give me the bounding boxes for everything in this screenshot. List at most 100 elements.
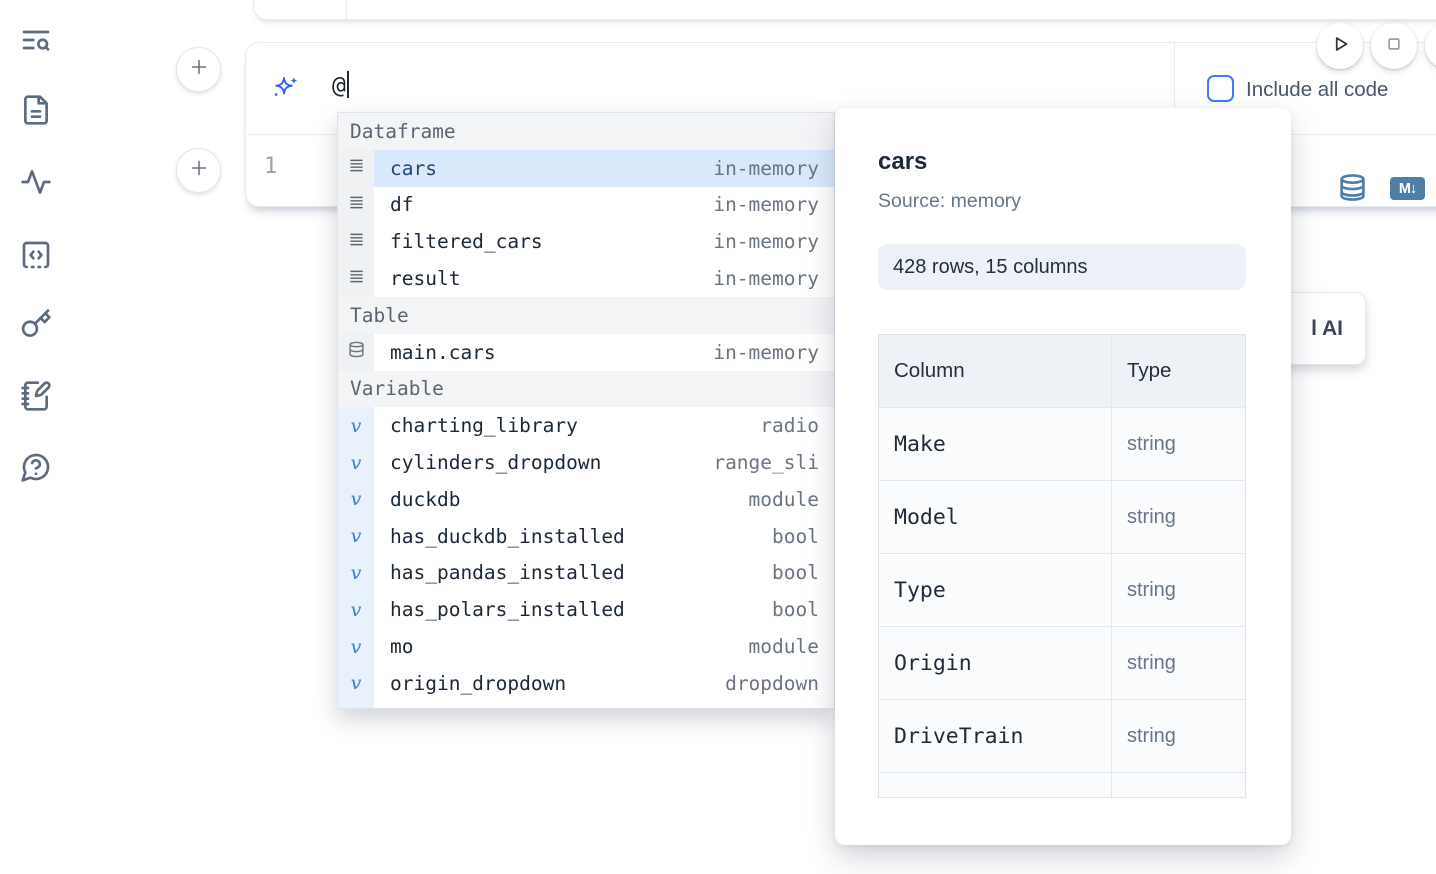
add-cell-below-button[interactable] xyxy=(176,148,221,193)
sidebar-item-keymap[interactable] xyxy=(20,308,52,340)
sidebar-item-files[interactable] xyxy=(20,94,52,126)
prompt-value: @ xyxy=(332,73,346,99)
text-caret xyxy=(346,71,349,98)
autocomplete-item-main: mo module xyxy=(374,628,834,665)
variable-icon: v xyxy=(350,672,362,695)
sidebar-item-help[interactable] xyxy=(20,451,52,483)
autocomplete-item[interactable]: v charting_library radio xyxy=(338,407,834,445)
stop-cell-button[interactable] xyxy=(1371,23,1417,69)
schema-column-type-cell: string xyxy=(1112,700,1245,772)
autocomplete-item[interactable]: result in-memory xyxy=(338,260,834,297)
schema-column-name: Type xyxy=(894,577,946,603)
schema-column-type: string xyxy=(1127,505,1176,528)
ai-prompt-input[interactable]: @ xyxy=(332,71,349,99)
autocomplete-item-gutter xyxy=(338,149,374,187)
autocomplete-item-gutter xyxy=(338,186,374,224)
plus-icon xyxy=(188,157,210,184)
autocomplete-item-name: result xyxy=(390,267,461,291)
autocomplete-item-main: pdmodule xyxy=(374,702,834,708)
markdown-convert-button[interactable]: M↓ xyxy=(1390,177,1425,200)
autocomplete-item-gutter: v xyxy=(338,554,374,592)
schema-column-name: Origin xyxy=(894,650,972,676)
add-cell-above-button[interactable] xyxy=(176,47,221,92)
plus-icon xyxy=(188,56,210,83)
schema-column-name-cell: Origin xyxy=(879,627,1112,699)
autocomplete-item-name: has_pandas_installed xyxy=(390,561,625,585)
autocomplete-item-gutter: v xyxy=(338,480,374,518)
autocomplete-item-gutter: v xyxy=(338,628,374,665)
autocomplete-item-type: in-memory xyxy=(713,193,819,217)
sidebar-item-scratchpad[interactable] xyxy=(20,380,52,412)
schema-column-type-cell: string xyxy=(1112,481,1245,553)
autocomplete-item[interactable]: vpdmodule xyxy=(338,701,834,708)
autocomplete-section-header: Variable xyxy=(338,370,834,408)
autocomplete-item[interactable]: v origin_dropdown dropdown xyxy=(338,664,834,702)
schema-column-type-cell: string xyxy=(1112,408,1245,480)
preview-shape-badge: 428 rows, 15 columns xyxy=(878,244,1246,290)
autocomplete-item-main: has_pandas_installed bool xyxy=(374,555,834,592)
autocomplete-item-gutter: v xyxy=(338,701,374,708)
autocomplete-section-header: Dataframe xyxy=(338,113,834,150)
sidebar-item-snippets[interactable] xyxy=(20,239,52,271)
autocomplete-item-name: charting_library xyxy=(390,414,578,438)
scratchpad-notebook-pen-icon xyxy=(20,381,52,416)
autocomplete-item-type: in-memory xyxy=(713,340,819,364)
preview-title: cars xyxy=(878,148,928,175)
dataframe-icon xyxy=(348,231,365,253)
autocomplete-item-type: in-memory xyxy=(713,267,819,291)
autocomplete-item-name: filtered_cars xyxy=(390,230,543,254)
autocomplete-item-main: charting_library radio xyxy=(374,407,834,444)
sidebar-item-outline[interactable] xyxy=(20,24,52,56)
autocomplete-item-name: mo xyxy=(390,635,414,659)
autocomplete-item[interactable]: v cylinders_dropdown range_sli xyxy=(338,444,834,481)
code-editor-row[interactable]: 1 M↓ xyxy=(246,135,1436,207)
sidebar-item-logs[interactable] xyxy=(20,166,52,198)
autocomplete-item-type: bool xyxy=(772,524,819,548)
schema-column-name: Model xyxy=(894,504,959,530)
autocomplete-item-main: origin_dropdown dropdown xyxy=(374,665,834,702)
autocomplete-item-name: has_duckdb_installed xyxy=(390,524,625,548)
schema-table-row: Origin string xyxy=(879,626,1245,699)
autocomplete-item-type: range_sli xyxy=(713,451,819,475)
activity-logs-icon xyxy=(20,170,52,202)
prompt-options-divider xyxy=(1174,43,1175,134)
variable-icon: v xyxy=(350,451,362,474)
schema-column-type: string xyxy=(1127,651,1176,674)
file-document-icon xyxy=(20,95,52,130)
schema-table-row: DriveTrain string xyxy=(879,699,1245,772)
autocomplete-item-name: cars xyxy=(390,156,437,180)
cell-divider xyxy=(346,0,347,19)
autocomplete-item-main: has_duckdb_installed bool xyxy=(374,518,834,555)
autocomplete-item[interactable]: v has_pandas_installed bool xyxy=(338,554,834,592)
stop-square-icon xyxy=(1381,31,1407,62)
autocomplete-item-name: origin_dropdown xyxy=(390,671,567,695)
run-cell-button[interactable] xyxy=(1317,23,1363,69)
schema-column-name: DriveTrain xyxy=(894,723,1024,749)
datasource-button[interactable] xyxy=(1338,173,1367,202)
autocomplete-item-gutter xyxy=(338,223,374,261)
autocomplete-item-type: dropdown xyxy=(725,671,819,695)
schema-column-name-cell: DriveTrain xyxy=(879,700,1112,772)
database-icon xyxy=(1340,174,1365,201)
autocomplete-item-type: radio xyxy=(760,414,819,438)
schema-column-name-cell: Type xyxy=(879,554,1112,626)
autocomplete-item-type: bool xyxy=(772,561,819,585)
extra-cell-action-button[interactable] xyxy=(1425,23,1436,69)
autocomplete-item-name: cylinders_dropdown xyxy=(390,451,602,475)
autocomplete-item-type: module xyxy=(748,635,819,659)
autocomplete-item-gutter xyxy=(338,260,374,297)
include-all-code-checkbox[interactable] xyxy=(1207,75,1234,102)
variable-icon: v xyxy=(350,414,362,437)
